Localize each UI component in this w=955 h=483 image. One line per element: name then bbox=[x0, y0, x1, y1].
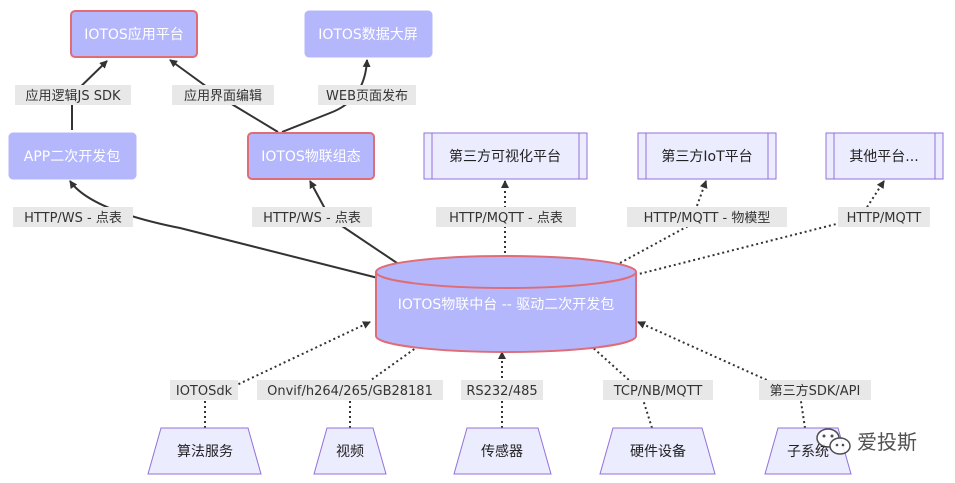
edge-hub-to-app-sdk bbox=[69, 180, 379, 279]
node-sensor[interactable]: 传感器 bbox=[453, 427, 552, 475]
svg-text:硬件设备: 硬件设备 bbox=[630, 443, 686, 460]
node-other-platform[interactable]: 其他平台... bbox=[825, 132, 944, 180]
node-hardware[interactable]: 硬件设备 bbox=[599, 427, 716, 475]
svg-text:其他平台...: 其他平台... bbox=[849, 149, 918, 165]
svg-text:IOTOS应用平台: IOTOS应用平台 bbox=[84, 26, 184, 43]
svg-text:HTTP/WS - 点表: HTTP/WS - 点表 bbox=[24, 211, 122, 226]
node-video[interactable]: 视频 bbox=[313, 427, 387, 475]
label-rs232: RS232/485 bbox=[461, 380, 543, 400]
svg-text:传感器: 传感器 bbox=[481, 443, 523, 460]
label-iotosdk: IOTOSdk bbox=[170, 380, 238, 400]
svg-text:RS232/485: RS232/485 bbox=[466, 384, 537, 399]
node-third-vis[interactable]: 第三方可视化平台 bbox=[423, 132, 588, 180]
svg-text:第三方可视化平台: 第三方可视化平台 bbox=[449, 148, 561, 165]
node-third-iot[interactable]: 第三方IoT平台 bbox=[637, 132, 777, 180]
svg-text:视频: 视频 bbox=[336, 444, 364, 460]
label-http-mqtt-points: HTTP/MQTT - 点表 bbox=[436, 207, 576, 227]
svg-text:Onvif/h264/265/GB28181: Onvif/h264/265/GB28181 bbox=[267, 384, 433, 399]
svg-text:TCP/NB/MQTT: TCP/NB/MQTT bbox=[613, 384, 703, 399]
label-http-ws-1: HTTP/WS - 点表 bbox=[13, 207, 133, 227]
node-hub-cylinder[interactable]: IOTOS物联中台 -- 驱动二次开发包 bbox=[375, 255, 637, 353]
dotted-edges bbox=[204, 180, 885, 429]
node-app-platform[interactable]: IOTOS应用平台 bbox=[70, 10, 198, 58]
label-http-ws-2: HTTP/WS - 点表 bbox=[252, 207, 372, 227]
svg-text:IOTOS物联中台 -- 驱动二次开发包: IOTOS物联中台 -- 驱动二次开发包 bbox=[398, 297, 615, 313]
node-data-screen[interactable]: IOTOS数据大屏 bbox=[304, 10, 433, 58]
svg-text:第三方SDK/API: 第三方SDK/API bbox=[770, 383, 861, 399]
edge-hub-to-other bbox=[634, 180, 885, 276]
svg-text:HTTP/MQTT: HTTP/MQTT bbox=[847, 211, 922, 226]
edge-algo-to-hub bbox=[204, 321, 371, 428]
svg-text:IOTOS物联组态: IOTOS物联组态 bbox=[261, 149, 361, 165]
watermark: 爱投斯 bbox=[816, 428, 917, 455]
edge-labels: 应用逻辑JS SDK 应用界面编辑 WEB页面发布 HTTP/WS - 点表 H… bbox=[13, 85, 930, 400]
label-tcp: TCP/NB/MQTT bbox=[603, 380, 713, 400]
node-algo[interactable]: 算法服务 bbox=[147, 427, 262, 475]
svg-text:子系统: 子系统 bbox=[787, 444, 829, 460]
label-http-mqtt: HTTP/MQTT bbox=[838, 207, 930, 227]
label-ui-edit: 应用界面编辑 bbox=[172, 85, 274, 105]
label-third-sdk: 第三方SDK/API bbox=[759, 380, 871, 400]
svg-text:IOTOSdk: IOTOSdk bbox=[176, 384, 233, 399]
wechat-icon bbox=[816, 428, 851, 455]
svg-text:应用界面编辑: 应用界面编辑 bbox=[184, 88, 262, 104]
label-web-publish: WEB页面发布 bbox=[318, 85, 416, 105]
svg-text:IOTOS数据大屏: IOTOS数据大屏 bbox=[318, 27, 418, 43]
label-onvif: Onvif/h264/265/GB28181 bbox=[257, 380, 443, 400]
edge-hub-to-third-iot bbox=[619, 180, 708, 264]
svg-text:HTTP/WS - 点表: HTTP/WS - 点表 bbox=[263, 211, 361, 226]
svg-text:WEB页面发布: WEB页面发布 bbox=[326, 88, 408, 104]
svg-text:HTTP/MQTT - 物模型: HTTP/MQTT - 物模型 bbox=[644, 211, 771, 226]
svg-text:APP二次开发包: APP二次开发包 bbox=[24, 149, 120, 165]
edge-video-to-hub bbox=[349, 344, 421, 428]
watermark-text: 爱投斯 bbox=[857, 430, 917, 454]
label-http-mqtt-model: HTTP/MQTT - 物模型 bbox=[627, 207, 787, 227]
label-js-sdk: 应用逻辑JS SDK bbox=[15, 85, 131, 105]
node-iot-config[interactable]: IOTOS物联组态 bbox=[247, 132, 375, 180]
edge-subsystem-to-hub bbox=[637, 321, 806, 429]
node-app-sdk[interactable]: APP二次开发包 bbox=[8, 132, 137, 180]
svg-text:算法服务: 算法服务 bbox=[177, 444, 233, 460]
svg-text:第三方IoT平台: 第三方IoT平台 bbox=[661, 148, 752, 165]
svg-text:应用逻辑JS SDK: 应用逻辑JS SDK bbox=[25, 88, 120, 104]
svg-text:HTTP/MQTT - 点表: HTTP/MQTT - 点表 bbox=[449, 211, 563, 226]
